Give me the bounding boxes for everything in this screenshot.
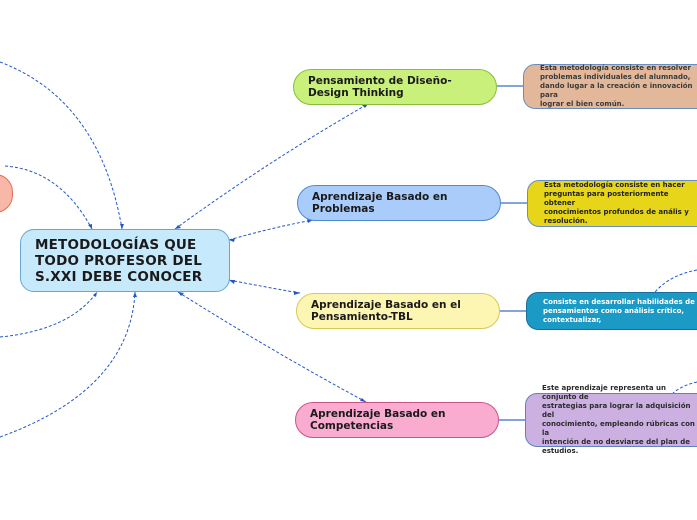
connector-central-to-topic-3 xyxy=(228,279,301,294)
connector-side-node xyxy=(4,165,93,230)
topic-label: Aprendizaje Basado en el Pensamiento-TBL xyxy=(311,298,461,324)
connector-central-to-topic-4 xyxy=(177,291,367,403)
connector-central-to-topic-1 xyxy=(174,103,369,230)
description-text: Este aprendizaje representa un conjunto … xyxy=(542,384,695,455)
topic-design-thinking[interactable]: Pensamiento de Diseño-Design Thinking xyxy=(293,69,497,105)
topic-thinking-based-learning[interactable]: Aprendizaje Basado en el Pensamiento-TBL xyxy=(296,293,500,329)
connector-d3-offscreen xyxy=(654,269,697,293)
connector-offscreen-upper xyxy=(0,61,123,230)
connector-offscreen-bottom xyxy=(0,291,136,438)
topic-problem-based-learning[interactable]: Aprendizaje Basado en Problemas xyxy=(297,185,501,221)
connector-central-to-topic-2 xyxy=(228,219,314,241)
description-design-thinking[interactable]: Esta metodología consiste en resolver pr… xyxy=(523,64,697,109)
topic-label: Aprendizaje Basado en Problemas xyxy=(312,190,448,216)
topic-label: Pensamiento de Diseño-Design Thinking xyxy=(308,74,452,100)
central-topic-label: METODOLOGÍAS QUE TODO PROFESOR DEL S.XXI… xyxy=(35,236,203,285)
description-text: Esta metodología consiste en resolver pr… xyxy=(540,64,693,108)
topic-competency-based-learning[interactable]: Aprendizaje Basado en Competencias xyxy=(295,402,499,438)
connector-d4-offscreen xyxy=(672,381,697,394)
description-problem-based-learning[interactable]: Esta metodología consiste en hacer pregu… xyxy=(527,180,697,227)
description-thinking-based-learning[interactable]: Consiste en desarrollar habilidades de p… xyxy=(526,292,697,330)
description-text: Esta metodología consiste en hacer pregu… xyxy=(544,181,689,225)
central-topic[interactable]: METODOLOGÍAS QUE TODO PROFESOR DEL S.XXI… xyxy=(20,229,230,292)
description-text: Consiste en desarrollar habilidades de p… xyxy=(543,297,695,324)
description-competency-based-learning[interactable]: Este aprendizaje representa un conjunto … xyxy=(525,384,697,455)
topic-label: Aprendizaje Basado en Competencias xyxy=(310,407,446,433)
connector-offscreen-left-lower xyxy=(0,291,98,338)
